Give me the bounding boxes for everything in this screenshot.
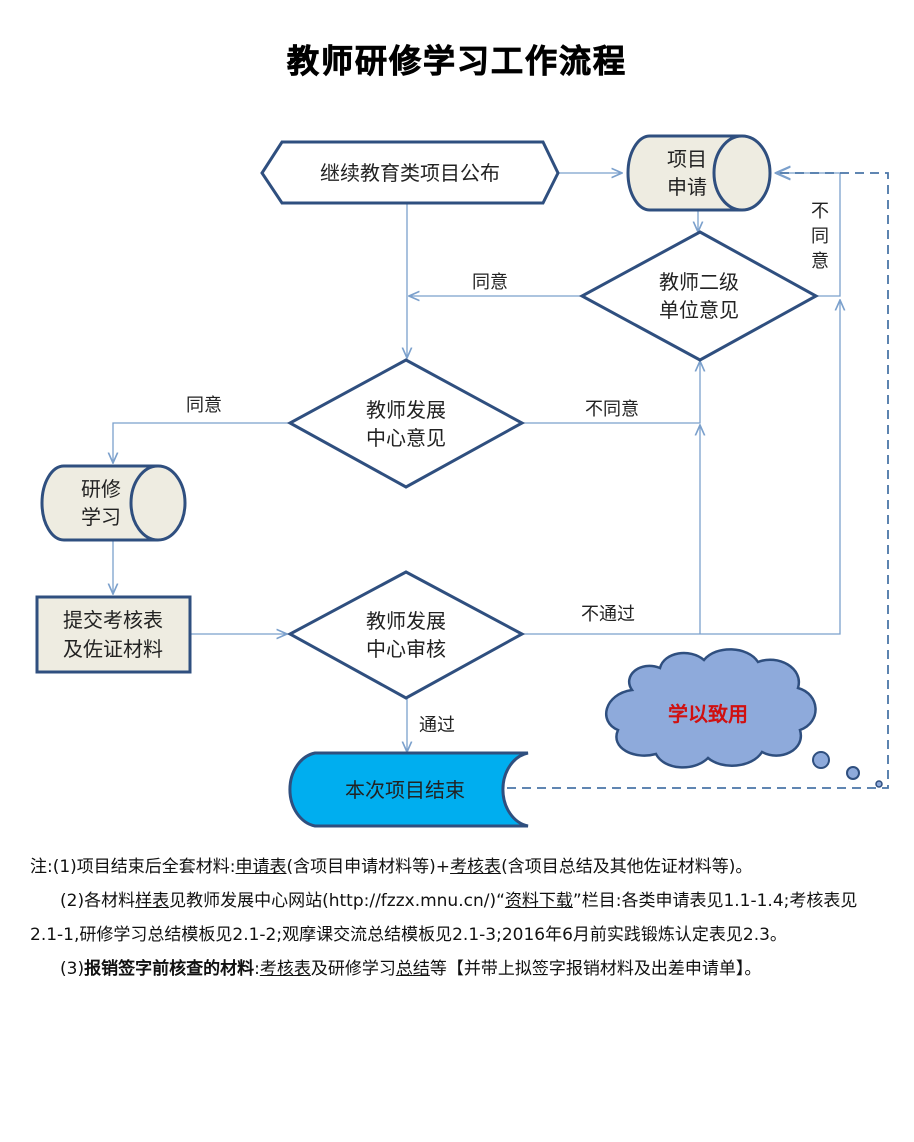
cloud-bubble-large xyxy=(812,751,830,769)
node-publish-label: 继续教育类项目公布 xyxy=(320,161,500,185)
edge-review-fail xyxy=(522,300,840,635)
node-apply: 项目 申请 xyxy=(626,134,772,212)
node-apply-label-1: 项目 xyxy=(667,147,707,171)
node-review-label-1: 教师发展 xyxy=(366,609,446,633)
node-publish: 继续教育类项目公布 xyxy=(260,140,560,205)
note-link-sample: 样表 xyxy=(135,891,170,911)
notes-section: 注:(1)项目结束后全套材料:申请表(含项目申请材料等)+考核表(含项目总结及其… xyxy=(30,850,886,986)
node-center-review: 教师发展 中心审核 xyxy=(286,570,526,700)
connector-lines xyxy=(113,173,840,752)
edge-dept-disagree xyxy=(776,173,841,297)
node-submit-label-2: 及佐证材料 xyxy=(63,637,163,661)
node-study-label-1: 研修 xyxy=(81,477,121,501)
note-link-assessment-form-2: 考核表 xyxy=(259,959,311,979)
node-review-label-2: 中心审核 xyxy=(366,637,446,661)
edge-label-dept-disagree-1: 不 xyxy=(811,201,829,222)
node-apply-label-2: 申请 xyxy=(667,175,707,199)
note-3: (3)报销签字前核查的材料:考核表及研修学习总结等【并带上拟签字报销材料及出差申… xyxy=(60,959,762,979)
node-dept-label-1: 教师二级 xyxy=(659,270,739,294)
note-bold-check: 报销签字前核查的材料 xyxy=(84,959,255,979)
node-end-label: 本次项目结束 xyxy=(345,778,465,802)
edge-label-dept-disagree-3: 意 xyxy=(811,251,829,272)
edge-label-center-disagree: 不同意 xyxy=(585,399,639,420)
edge-center-agree xyxy=(113,422,290,463)
note-link-summary: 总结 xyxy=(395,959,430,979)
note-link-assessment-form: 考核表 xyxy=(450,857,502,877)
cloud-label: 学以致用 xyxy=(668,702,748,726)
note-link-apply-form: 申请表 xyxy=(235,857,287,877)
edge-label-review-pass: 通过 xyxy=(419,715,455,736)
flowchart: 继续教育类项目公布 项目 申请 教师二级 单位意见 教师发展 中心意见 研修 学… xyxy=(35,134,889,828)
edge-label-dept-agree: 同意 xyxy=(472,272,508,293)
node-center-opinion: 教师发展 中心意见 xyxy=(286,358,526,489)
node-study-label-2: 学习 xyxy=(81,505,121,529)
note-link-downloads: 资料下载 xyxy=(504,891,573,911)
note-2: (2)各材料样表见教师发展中心网站(http://fzzx.mnu.cn/)“资… xyxy=(30,891,858,945)
node-dept-label-2: 单位意见 xyxy=(659,298,739,322)
node-submit: 提交考核表 及佐证材料 xyxy=(35,595,192,674)
edge-end-feedback-dashed xyxy=(492,173,889,789)
node-study: 研修 学习 xyxy=(40,464,187,542)
page-title: 教师研修学习工作流程 xyxy=(286,42,627,81)
note-1: 注:(1)项目结束后全套材料:申请表(含项目申请材料等)+考核表(含项目总结及其… xyxy=(30,857,753,877)
edge-center-disagree xyxy=(522,361,700,424)
edge-label-dept-disagree-2: 同 xyxy=(811,226,829,247)
node-dept-opinion: 教师二级 单位意见 xyxy=(578,230,820,362)
node-center-label-1: 教师发展 xyxy=(366,398,446,422)
cloud-callout: 学以致用 xyxy=(605,648,883,788)
node-end: 本次项目结束 xyxy=(288,751,529,828)
cloud-bubble-small xyxy=(875,780,883,788)
edge-label-center-agree: 同意 xyxy=(186,395,222,416)
edge-label-review-fail: 不通过 xyxy=(581,604,635,625)
node-submit-label-1: 提交考核表 xyxy=(63,608,163,632)
node-center-label-2: 中心意见 xyxy=(366,426,446,450)
cloud-bubble-medium xyxy=(846,766,860,780)
